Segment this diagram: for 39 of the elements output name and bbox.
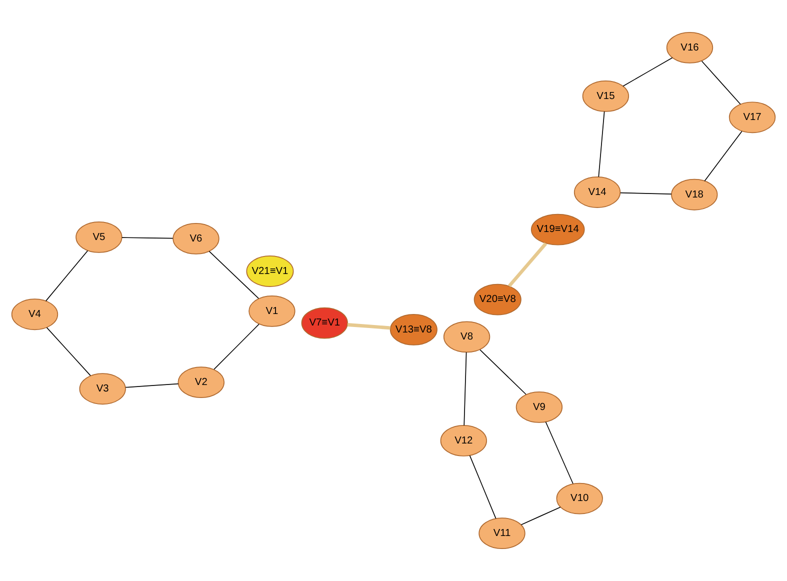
- node-ellipse: V3: [79, 373, 126, 405]
- connector: [622, 57, 673, 87]
- node-ellipse: V4: [11, 298, 58, 330]
- node-ellipse: V19≡V14: [530, 214, 585, 246]
- node-ellipse: V16: [666, 32, 714, 64]
- connector: [480, 349, 526, 395]
- node-ellipse: V17: [728, 102, 776, 134]
- node-ellipse: V14: [574, 176, 621, 208]
- node-ellipse: V18: [671, 178, 718, 210]
- node-ellipse: V11: [478, 518, 526, 550]
- connector: [122, 237, 174, 239]
- connector: [701, 60, 741, 105]
- connector: [46, 327, 91, 376]
- node-ellipse: V2: [178, 366, 224, 398]
- connector: [469, 455, 496, 519]
- connector: [508, 242, 548, 288]
- connector: [620, 192, 672, 194]
- connector: [545, 421, 574, 484]
- node-ellipse: V13≡V8: [390, 314, 438, 346]
- node-ellipse: V9: [516, 391, 563, 423]
- connector: [464, 352, 467, 426]
- connector: [520, 506, 561, 526]
- node-ellipse: V20≡V8: [474, 284, 522, 316]
- connector: [125, 383, 179, 388]
- node-ellipse: V21≡V1: [246, 256, 294, 287]
- connector: [208, 250, 260, 299]
- node-ellipse: V12: [440, 425, 487, 456]
- connector: [598, 111, 605, 178]
- node-ellipse: V6: [172, 222, 220, 254]
- connector: [214, 324, 260, 370]
- node-ellipse: V8: [443, 321, 490, 353]
- node-ellipse: V10: [556, 482, 603, 514]
- node-ellipse: V1: [248, 295, 296, 327]
- connector: [347, 323, 390, 330]
- connector: [45, 250, 88, 302]
- node-ellipse: V5: [76, 221, 122, 253]
- node-ellipse: V15: [582, 80, 630, 112]
- node-ellipse: V7≡V1: [301, 307, 348, 339]
- connector: [704, 130, 742, 182]
